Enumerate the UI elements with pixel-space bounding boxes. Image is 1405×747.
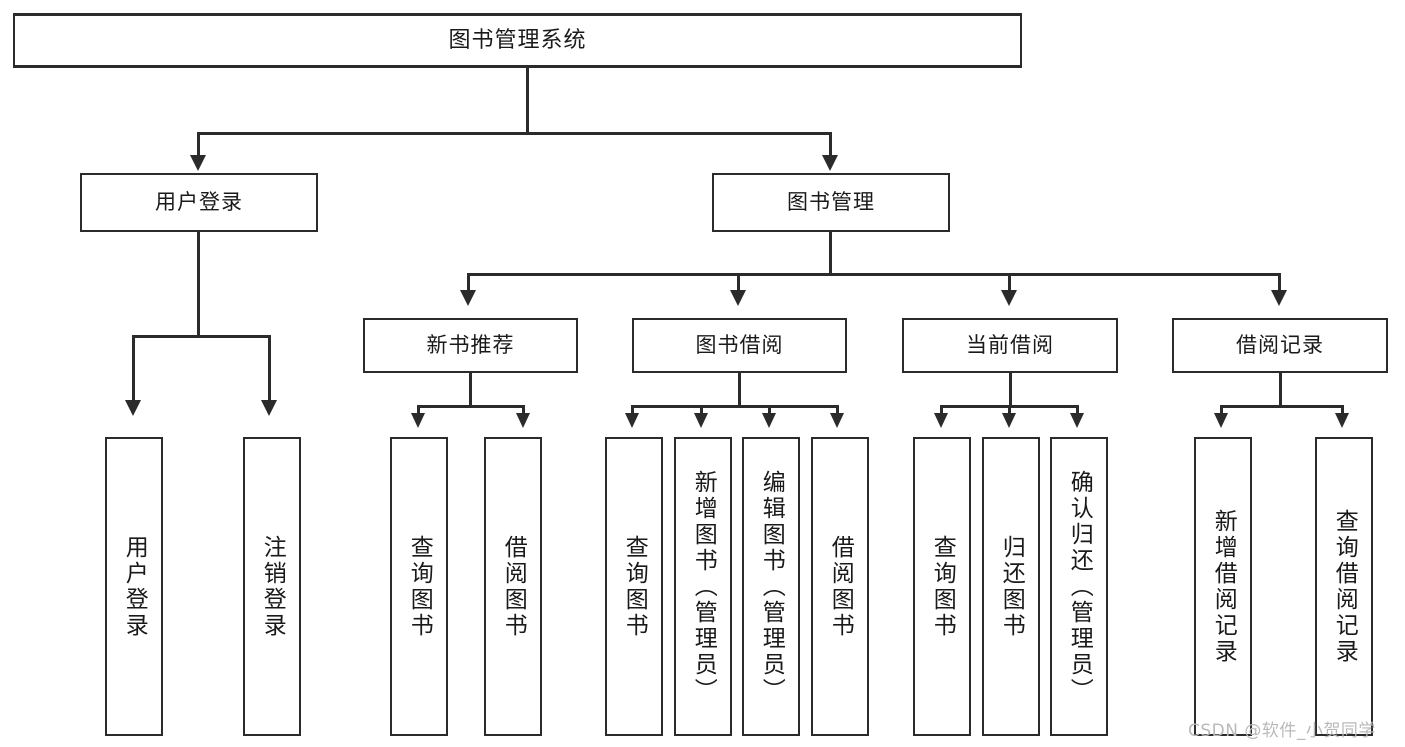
node-label: 借阅记录 <box>1236 333 1324 358</box>
arrowhead-to-borrow-records <box>1271 290 1287 306</box>
edge-borrow-records-bar <box>1220 405 1344 408</box>
edge-book-borrow-stem <box>738 373 741 408</box>
edge-user-login-bar <box>132 335 270 338</box>
edge-book-borrow-bar <box>631 405 839 408</box>
arrowhead-current-borrow-leaf-1 <box>934 413 948 428</box>
node-label: 借阅图书 <box>827 534 854 639</box>
node-borrow-records[interactable]: 借阅记录 <box>1172 318 1388 373</box>
edge-book-borrow-drop-3 <box>768 405 771 419</box>
node-label: 用户登录 <box>121 534 148 639</box>
edge-borrow-records-drop-2 <box>1341 405 1344 419</box>
leaf-query-book-current[interactable]: 查询图书 <box>913 437 971 736</box>
arrowhead-current-borrow-leaf-2 <box>1002 413 1016 428</box>
arrowhead-book-borrow-leaf-2 <box>694 413 708 428</box>
node-label: 编辑图书（管理员） <box>758 469 785 704</box>
edge-book-borrow-drop-4 <box>836 405 839 419</box>
edge-current-borrow-drop-3 <box>1076 405 1079 419</box>
edge-new-books-stem <box>469 373 472 408</box>
node-label: 确认归还（管理员） <box>1066 469 1093 704</box>
edge-book-manage-drop-3 <box>1008 273 1011 293</box>
leaf-query-book-borrow[interactable]: 查询图书 <box>605 437 663 736</box>
leaf-borrow-book-new[interactable]: 借阅图书 <box>484 437 542 736</box>
node-label: 用户登录 <box>155 190 243 215</box>
node-book-management[interactable]: 图书管理 <box>712 173 950 232</box>
edge-root-to-user-login <box>197 132 200 158</box>
leaf-confirm-return-admin[interactable]: 确认归还（管理员） <box>1050 437 1108 736</box>
node-label: 图书管理系统 <box>448 27 587 53</box>
node-root-system[interactable]: 图书管理系统 <box>13 13 1022 68</box>
node-label: 新增图书（管理员） <box>690 469 717 704</box>
arrowhead-user-login-leaf-2 <box>261 400 277 416</box>
node-label: 查询借阅记录 <box>1331 508 1358 665</box>
node-label: 借阅图书 <box>500 534 527 639</box>
node-book-borrow[interactable]: 图书借阅 <box>632 318 847 373</box>
edge-new-books-bar <box>417 405 525 408</box>
leaf-add-book-admin[interactable]: 新增图书（管理员） <box>674 437 732 736</box>
edge-book-borrow-drop-2 <box>700 405 703 419</box>
node-label: 归还图书 <box>998 534 1025 639</box>
edge-book-manage-drop-2 <box>737 273 740 293</box>
edge-book-manage-drop-4 <box>1278 273 1281 293</box>
edge-borrow-records-stem <box>1279 373 1282 408</box>
leaf-logout[interactable]: 注销登录 <box>243 437 301 736</box>
arrowhead-to-book-borrow <box>730 290 746 306</box>
watermark-text: CSDN @软件_小贺同学 <box>1188 721 1376 741</box>
leaf-query-borrow-record[interactable]: 查询借阅记录 <box>1315 437 1373 736</box>
arrowhead-new-books-leaf-1 <box>411 413 425 428</box>
arrowhead-current-borrow-leaf-3 <box>1070 413 1084 428</box>
edge-book-borrow-drop-1 <box>631 405 634 419</box>
edge-root-stem <box>526 68 529 132</box>
arrowhead-borrow-records-leaf-2 <box>1335 413 1349 428</box>
node-label: 注销登录 <box>259 534 286 639</box>
node-user-login[interactable]: 用户登录 <box>80 173 318 232</box>
leaf-query-book-new[interactable]: 查询图书 <box>390 437 448 736</box>
edge-book-manage-stem <box>829 232 832 273</box>
edge-new-books-drop-1 <box>417 405 420 419</box>
node-label: 图书管理 <box>787 190 875 215</box>
arrowhead-borrow-records-leaf-1 <box>1214 413 1228 428</box>
leaf-return-book[interactable]: 归还图书 <box>982 437 1040 736</box>
arrowhead-new-books-leaf-2 <box>516 413 530 428</box>
node-current-borrow[interactable]: 当前借阅 <box>902 318 1118 373</box>
node-label: 查询图书 <box>621 534 648 639</box>
leaf-borrow-book[interactable]: 借阅图书 <box>811 437 869 736</box>
arrowhead-book-borrow-leaf-1 <box>625 413 639 428</box>
node-label: 查询图书 <box>406 534 433 639</box>
arrowhead-user-login-leaf-1 <box>125 400 141 416</box>
edge-user-login-drop-2 <box>268 335 271 403</box>
leaf-edit-book-admin[interactable]: 编辑图书（管理员） <box>742 437 800 736</box>
edge-borrow-records-drop-1 <box>1220 405 1223 419</box>
arrowhead-book-borrow-leaf-4 <box>830 413 844 428</box>
node-label: 查询图书 <box>929 534 956 639</box>
edge-user-login-drop-1 <box>132 335 135 403</box>
node-label: 图书借阅 <box>695 333 784 358</box>
edge-current-borrow-drop-1 <box>940 405 943 419</box>
arrowhead-root-to-book-manage <box>822 155 838 171</box>
arrowhead-root-to-user-login <box>190 155 206 171</box>
edge-current-borrow-stem <box>1009 373 1012 408</box>
leaf-user-login[interactable]: 用户登录 <box>105 437 163 736</box>
edge-user-login-stem <box>197 232 200 335</box>
edge-book-manage-bar <box>467 273 1281 276</box>
arrowhead-book-borrow-leaf-3 <box>762 413 776 428</box>
leaf-add-borrow-record[interactable]: 新增借阅记录 <box>1194 437 1252 736</box>
arrowhead-to-current-borrow <box>1001 290 1017 306</box>
arrowhead-to-new-books <box>460 290 476 306</box>
node-label: 当前借阅 <box>966 333 1054 358</box>
edge-current-borrow-drop-2 <box>1008 405 1011 419</box>
node-new-book-recommend[interactable]: 新书推荐 <box>363 318 578 373</box>
node-label: 新书推荐 <box>426 333 515 358</box>
edge-new-books-drop-2 <box>522 405 525 419</box>
node-label: 新增借阅记录 <box>1210 508 1237 665</box>
edge-root-to-book-manage <box>829 132 832 158</box>
edge-root-bar <box>197 132 831 135</box>
edge-book-manage-drop-1 <box>467 273 470 293</box>
